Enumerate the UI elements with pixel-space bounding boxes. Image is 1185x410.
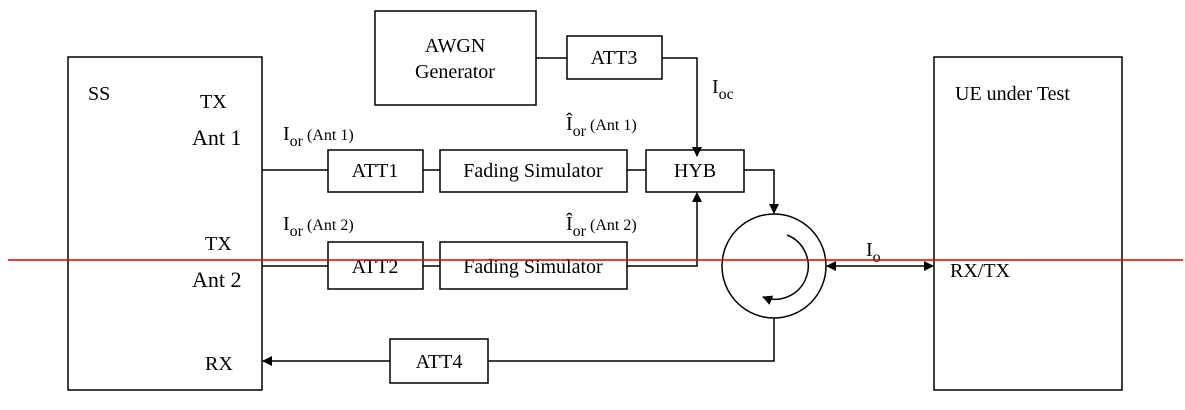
circulator-arrow-icon xyxy=(762,234,809,305)
att4-label: ATT4 xyxy=(416,351,463,373)
ss-box xyxy=(67,56,263,391)
ior-hat-ant2-label: Îor(Ant 2) xyxy=(566,212,637,240)
tx-ant1-label-line2: Ant 1 xyxy=(192,125,242,150)
tx-ant2-label-line2: Ant 2 xyxy=(192,267,242,292)
fading2-hyb-wire xyxy=(627,192,702,267)
ior-hat-ant1-label: Îor(Ant 1) xyxy=(566,112,637,140)
att1-label: ATT1 xyxy=(352,160,399,182)
att3-hyb-wire xyxy=(662,57,702,157)
att1-box xyxy=(327,149,424,193)
ue-label: UE under Test xyxy=(955,83,1070,105)
tx-ant2-label-line1: TX xyxy=(205,233,232,255)
ioc-label: Ioc xyxy=(712,76,734,103)
fading-simulator-1-label: Fading Simulator xyxy=(463,160,603,182)
awgn-label-line1: AWGN xyxy=(425,35,486,57)
ue-box xyxy=(933,56,1123,391)
ior-ant2-label: Ior(Ant 2) xyxy=(283,213,354,240)
tx-ant1-label-line1: TX xyxy=(200,91,227,113)
rxtx-label: RX/TX xyxy=(950,260,1011,282)
io-label: Io xyxy=(866,239,881,266)
awgn-generator-box xyxy=(374,10,537,106)
rx-label: RX xyxy=(205,353,233,375)
fading-simulator-2-label: Fading Simulator xyxy=(463,256,603,278)
hyb-label: HYB xyxy=(674,160,716,182)
ss-label: SS xyxy=(88,83,110,105)
att3-label: ATT3 xyxy=(591,47,638,69)
circulator xyxy=(721,213,827,319)
awgn-label-line2: Generator xyxy=(415,61,495,83)
circulator-att4-wire xyxy=(488,318,775,362)
fading-simulator-1-box xyxy=(439,149,628,193)
hyb-circulator-wire xyxy=(744,169,779,214)
att2-label: ATT2 xyxy=(352,256,399,278)
ior-ant1-label: Ior(Ant 1) xyxy=(283,123,354,150)
